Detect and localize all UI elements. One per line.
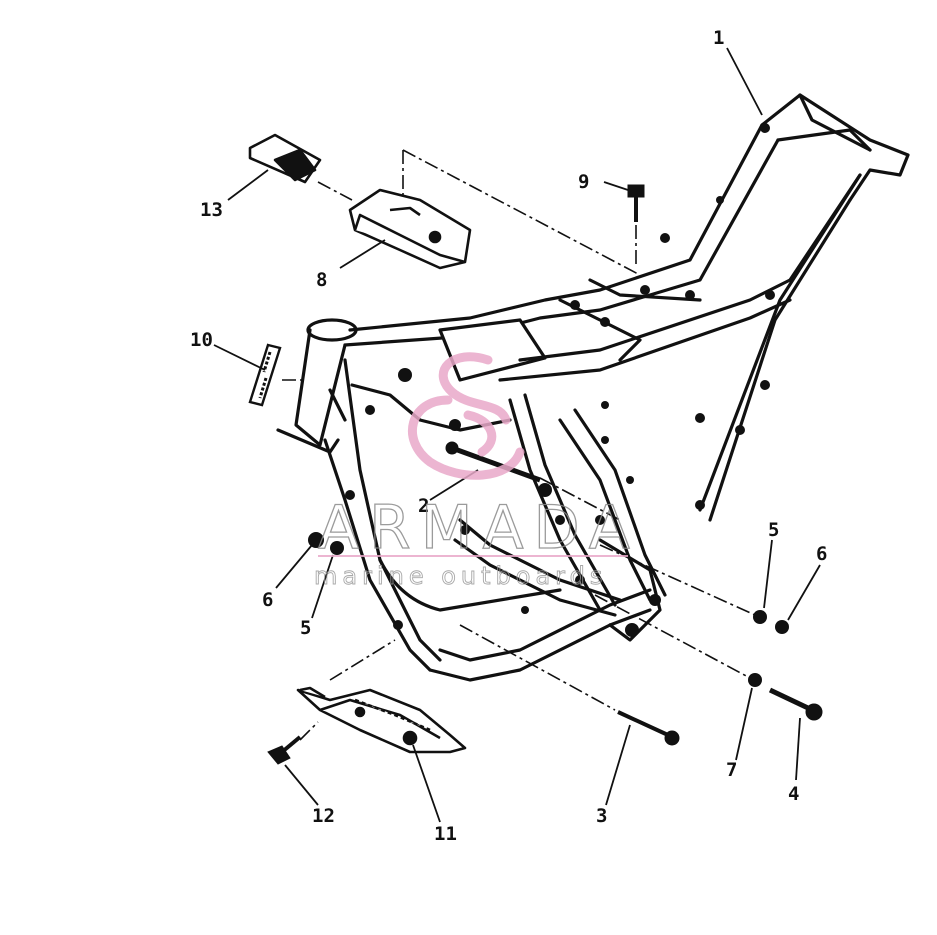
part-5-washer-right xyxy=(753,610,767,624)
callout-2: 2 xyxy=(418,495,429,517)
watermark-logo-icon xyxy=(408,352,525,480)
callout-6-right: 6 xyxy=(816,543,827,565)
nuts-washers xyxy=(308,532,789,687)
callout-4: 4 xyxy=(788,783,799,805)
callout-11: 9 xyxy=(578,171,589,193)
part-10-plate xyxy=(348,188,472,270)
watermark-tagline: marine outboards xyxy=(314,562,607,590)
callout-5-right: 5 xyxy=(768,519,779,541)
callout-6-left: 6 xyxy=(262,589,273,611)
assembly-lines xyxy=(282,149,756,741)
callout-labels: 1 9 13 8 10 2 6 5 5 6 7 4 3 11 12 xyxy=(190,27,827,845)
part-4-bolt xyxy=(768,687,823,721)
callout-8: 11 xyxy=(434,823,457,845)
main-frame xyxy=(276,93,910,682)
callout-5-left: 5 xyxy=(300,617,311,639)
watermark-brand: ARMADA xyxy=(318,493,640,563)
part-3-bolt xyxy=(617,710,680,746)
part-9-bolt xyxy=(267,735,302,765)
callout-3: 3 xyxy=(596,805,607,827)
callout-1: 1 xyxy=(713,27,724,49)
part-13-cap xyxy=(248,133,322,184)
part-11-bolt xyxy=(627,184,645,222)
part-7-nut xyxy=(748,673,762,687)
part-12-strip xyxy=(248,343,282,407)
callout-10: 8 xyxy=(316,269,327,291)
watermark: ARMADA marine outboards xyxy=(314,352,640,590)
part-6-nut-left xyxy=(308,532,324,548)
callout-13: 13 xyxy=(200,199,223,221)
callout-12: 10 xyxy=(190,329,213,351)
part-2-bolt xyxy=(445,441,541,483)
frame-bosses xyxy=(345,123,775,637)
part-5-washer-left xyxy=(330,541,344,555)
part-8-skid-plate xyxy=(296,686,467,754)
leader-lines xyxy=(213,47,821,823)
callout-9: 12 xyxy=(312,805,335,827)
part-6-nut-right xyxy=(775,620,789,634)
callout-7: 7 xyxy=(726,759,737,781)
